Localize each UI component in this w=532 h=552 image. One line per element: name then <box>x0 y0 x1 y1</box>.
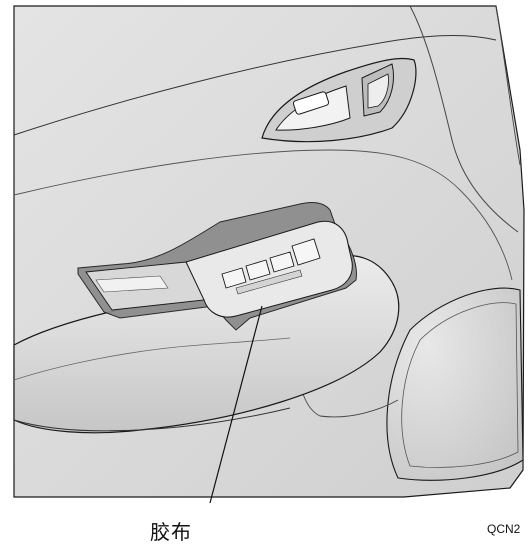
callout-leader-line <box>209 305 263 504</box>
callout-label-tape: 胶布 <box>150 520 192 544</box>
upper-trim-crease <box>13 35 497 136</box>
masking-tape <box>77 202 357 331</box>
door-handle-recess <box>261 57 417 143</box>
lower-door-pocket <box>295 287 524 481</box>
figure-code: QCN2 <box>487 522 521 536</box>
